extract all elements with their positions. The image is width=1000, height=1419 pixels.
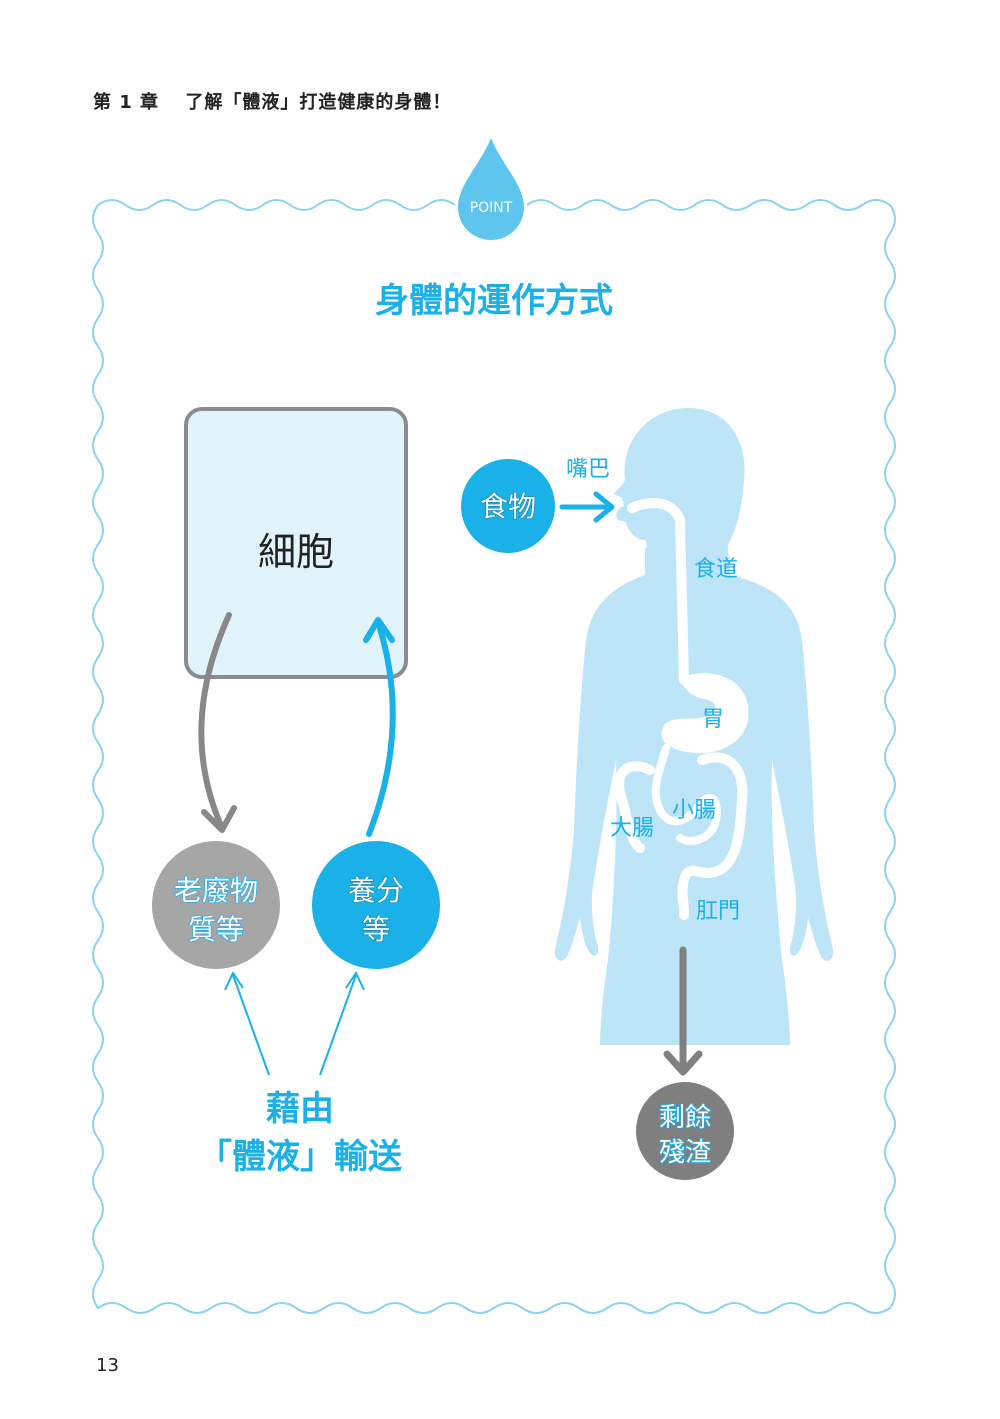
transport-arrows [224,970,365,1076]
nutrient-arrow [363,617,396,837]
point-label: POINT [470,200,513,216]
waste-circle: 老廢物 質等 [152,841,280,969]
stomach-label: 胃 [702,707,724,732]
excretion-arrow [663,946,703,1076]
cell-box [184,407,408,679]
transport-line2: 「體液」輸送 [198,1137,402,1177]
nutrients-label-line2: 等 [362,913,390,946]
waste-arrow [198,612,237,833]
esophagus-label: 食道 [694,557,738,582]
waste-label-line1: 老廢物 [174,874,258,907]
digestive-tract [614,498,749,920]
page-number: 13 [96,1355,119,1376]
food-circle: 食物 [461,459,555,553]
anus-label: 肛門 [696,899,740,924]
residue-label-line2: 殘渣 [659,1138,711,1168]
small-intestine-path [651,744,721,845]
food-label: 食物 [480,490,536,523]
nutrients-circle: 養分 等 [312,841,440,969]
point-drop-badge: POINT [458,138,524,240]
large-intestine-path [614,752,748,920]
food-arrow [559,491,615,523]
transport-line1: 藉由 [266,1089,334,1129]
chapter-header: 第 1 章 了解「體液」打造健康的身體！ [93,92,452,113]
mouth-label: 嘴巴 [566,457,610,482]
esophagus-path [627,498,689,685]
stomach-shape [661,673,749,754]
residue-circle: 剩餘 殘渣 [636,1082,734,1180]
large-intestine-label: 大腸 [610,816,654,841]
wavy-frame [92,199,896,1314]
body-silhouette [554,408,834,1045]
residue-label-line1: 剩餘 [659,1103,711,1133]
nutrients-label-line1: 養分 [348,874,404,907]
waste-label-line2: 質等 [188,913,244,946]
cell-label: 細胞 [258,530,334,574]
page-title: 身體的運作方式 [375,281,613,321]
small-intestine-label: 小腸 [672,798,716,823]
